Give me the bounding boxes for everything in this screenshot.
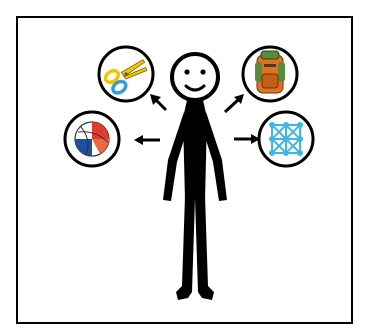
scissors-icon: [99, 47, 153, 101]
figure-torso: [183, 100, 207, 200]
dot-grid-icon: [259, 112, 313, 166]
ball-icon: [65, 112, 119, 166]
figure-head: [172, 54, 218, 100]
backpack-icon: [243, 47, 297, 101]
figure-eye-right: [200, 69, 205, 74]
figure-eye-left: [184, 69, 189, 74]
